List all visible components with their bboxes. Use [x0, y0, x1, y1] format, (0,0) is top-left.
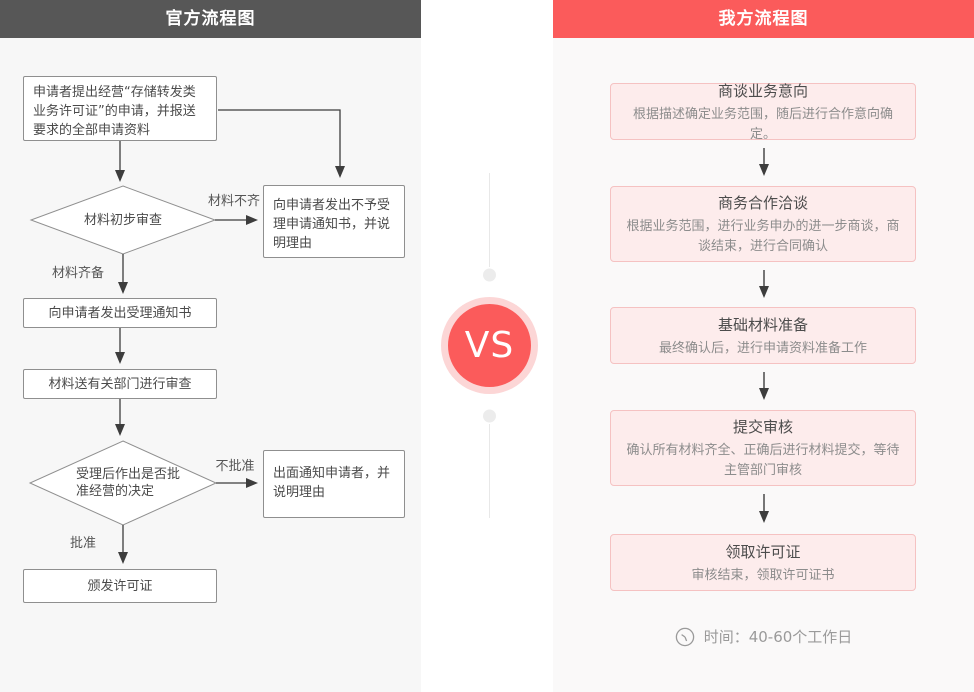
- step-description: 最终确认后，进行申请资料准备工作: [658, 340, 867, 356]
- flow-node-accept-notice: 向申请者发出受理通知书: [23, 298, 217, 328]
- step-title: 提交审核: [732, 418, 793, 436]
- divider-dot-top: [483, 268, 496, 282]
- decision-label-approval: 受理后作出是否批准经营的决定: [76, 467, 181, 499]
- flow-node-dept-review: 材料送有关部门进行审查: [23, 369, 217, 399]
- step-business-negotiation: 商务合作洽谈 根据业务范围，进行业务申办的进一步商谈，商谈结束，进行合同确认: [610, 186, 916, 262]
- decision-label-initial-review: 材料初步审查: [83, 213, 162, 228]
- time-note-row: 时间：40-60个工作日: [553, 626, 974, 647]
- edge-label-complete: 材料齐备: [51, 266, 104, 281]
- step-description: 根据业务范围，进行业务申办的进一步商谈，商谈结束，进行合同确认: [626, 219, 900, 254]
- flow-node-notify-applicant: 出面通知申请者，并说明理由: [263, 450, 405, 518]
- flow-node-apply: 申请者提出经营“存储转发类业务许可证”的申请，并报送要求的全部申请资料: [23, 76, 217, 141]
- divider-dot-bottom: [483, 409, 496, 423]
- official-flowchart-header: 官方流程图: [0, 0, 421, 38]
- step-title: 商谈业务意向: [717, 81, 808, 100]
- vs-badge: VS: [441, 297, 538, 394]
- vs-text: VS: [464, 325, 515, 366]
- step-description: 审核结束，领取许可证书: [691, 567, 835, 583]
- step-receive-license: 领取许可证 审核结束，领取许可证书: [610, 534, 916, 591]
- edge-label-approved: 批准: [69, 536, 96, 551]
- step-title: 基础材料准备: [717, 315, 808, 334]
- step-description: 根据描述确定业务范围，随后进行合作意向确定。: [632, 106, 893, 142]
- flow-node-reject-notice: 向申请者发出不予受理申请通知书，并说明理由: [263, 185, 405, 258]
- edge-label-not-approved: 不批准: [215, 459, 255, 474]
- step-discuss-intent: 商谈业务意向 根据描述确定业务范围，随后进行合作意向确定。: [610, 82, 916, 142]
- edge-label-incomplete: 材料不齐: [207, 194, 260, 209]
- vs-circle: VS: [448, 304, 531, 387]
- our-flowchart-header: 我方流程图: [553, 0, 974, 38]
- step-title: 领取许可证: [725, 542, 801, 561]
- flow-node-issue-license: 颁发许可证: [23, 569, 217, 603]
- step-submit-review: 提交审核 确认所有材料齐全、正确后进行材料提交，等待主管部门审核: [610, 410, 916, 486]
- step-material-preparation: 基础材料准备 最终确认后，进行申请资料准备工作: [610, 307, 916, 364]
- step-title: 商务合作洽谈: [717, 194, 808, 212]
- step-description: 确认所有材料齐全、正确后进行材料提交，等待主管部门审核: [626, 443, 900, 478]
- clock-icon: [675, 627, 694, 646]
- time-note-text: 时间：40-60个工作日: [703, 628, 853, 646]
